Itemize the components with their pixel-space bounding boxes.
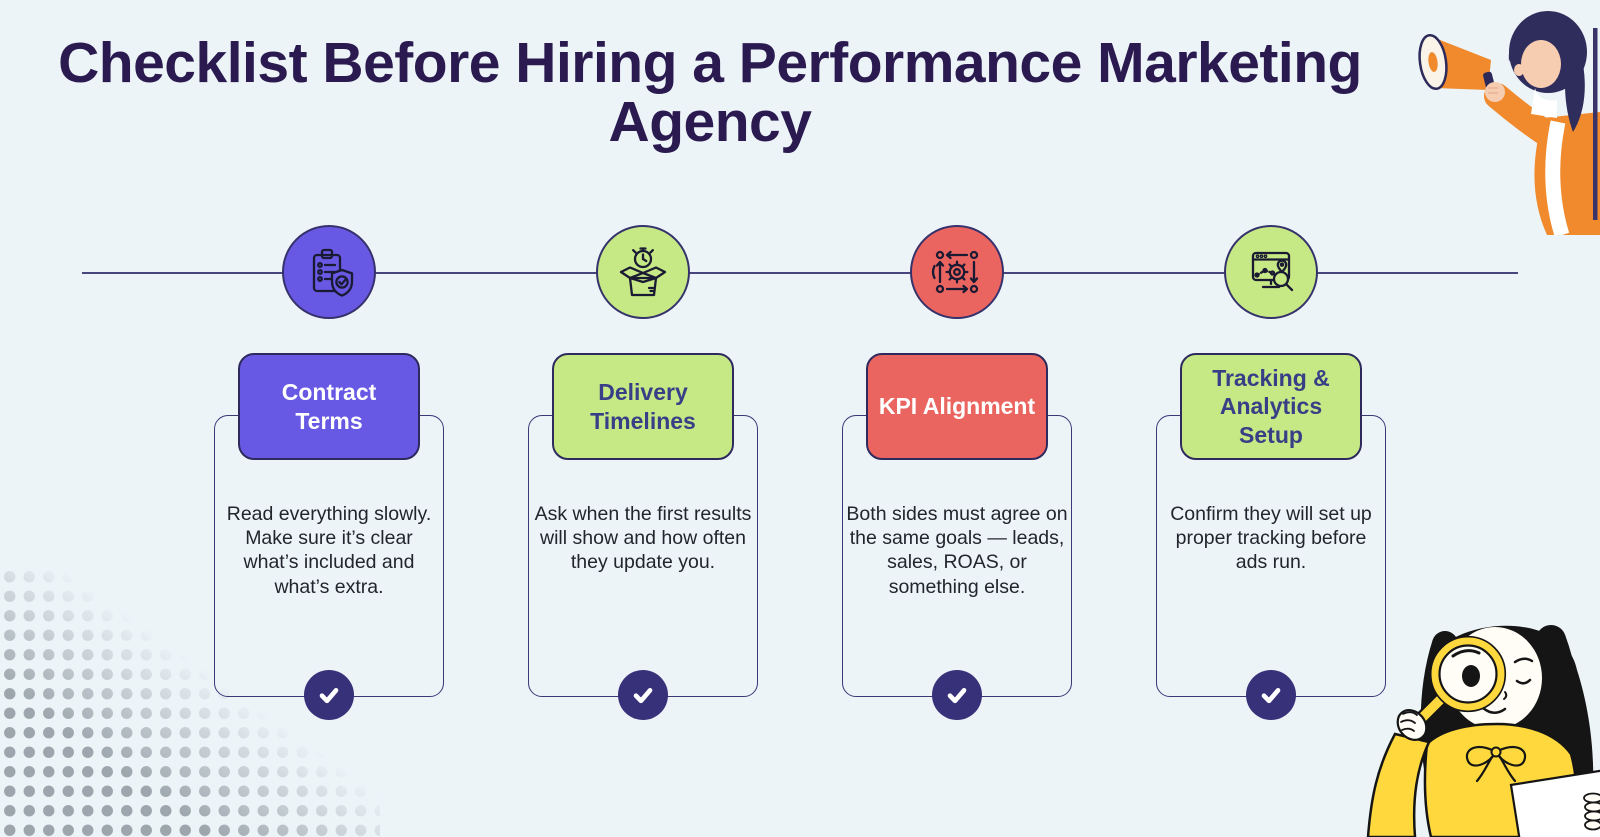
- step-label-delivery: Delivery Timelines: [552, 353, 734, 460]
- step-circle-tracking: [1224, 225, 1318, 319]
- step-description: Ask when the first results will show and…: [534, 503, 752, 574]
- monitor-route-search-icon: [1251, 251, 1294, 292]
- clipboard-shield-check-icon: [312, 248, 354, 297]
- step-card-contract: Read everything slowly. Make sure it’s c…: [214, 415, 444, 697]
- step-label-text: KPI Alignment: [878, 393, 1036, 420]
- step-circle-delivery: [596, 225, 690, 319]
- step-label-text: Contract Terms: [281, 379, 377, 434]
- step-circle-kpi: [910, 225, 1004, 319]
- step-description: Confirm they will set up proper tracking…: [1170, 503, 1372, 574]
- step-label-text: Tracking & Analytics Setup: [1212, 365, 1330, 448]
- step-description: Read everything slowly. Make sure it’s c…: [226, 503, 432, 598]
- open-box-timer-icon: [619, 247, 667, 297]
- step-label-contract: Contract Terms: [238, 353, 420, 460]
- step-label-kpi: KPI Alignment: [866, 353, 1048, 460]
- step-label-text: Delivery Timelines: [590, 379, 696, 434]
- step-card-kpi: Both sides must agree on the same goals …: [842, 415, 1072, 697]
- check-icon: [618, 670, 668, 720]
- check-icon: [932, 670, 982, 720]
- gear-sync-icon: [931, 250, 979, 294]
- step-card-tracking: Confirm they will set up proper tracking…: [1156, 415, 1386, 697]
- timeline-line: [82, 272, 1518, 274]
- magnifier-woman-illustration: [1366, 625, 1600, 837]
- step-description: Both sides must agree on the same goals …: [846, 503, 1068, 598]
- check-icon: [304, 670, 354, 720]
- step-label-tracking: Tracking & Analytics Setup: [1180, 353, 1362, 460]
- megaphone-woman-illustration: [1418, 11, 1600, 235]
- page-title: Checklist Before Hiring a Performance Ma…: [58, 31, 1362, 155]
- check-icon: [1246, 670, 1296, 720]
- step-circle-contract: [282, 225, 376, 319]
